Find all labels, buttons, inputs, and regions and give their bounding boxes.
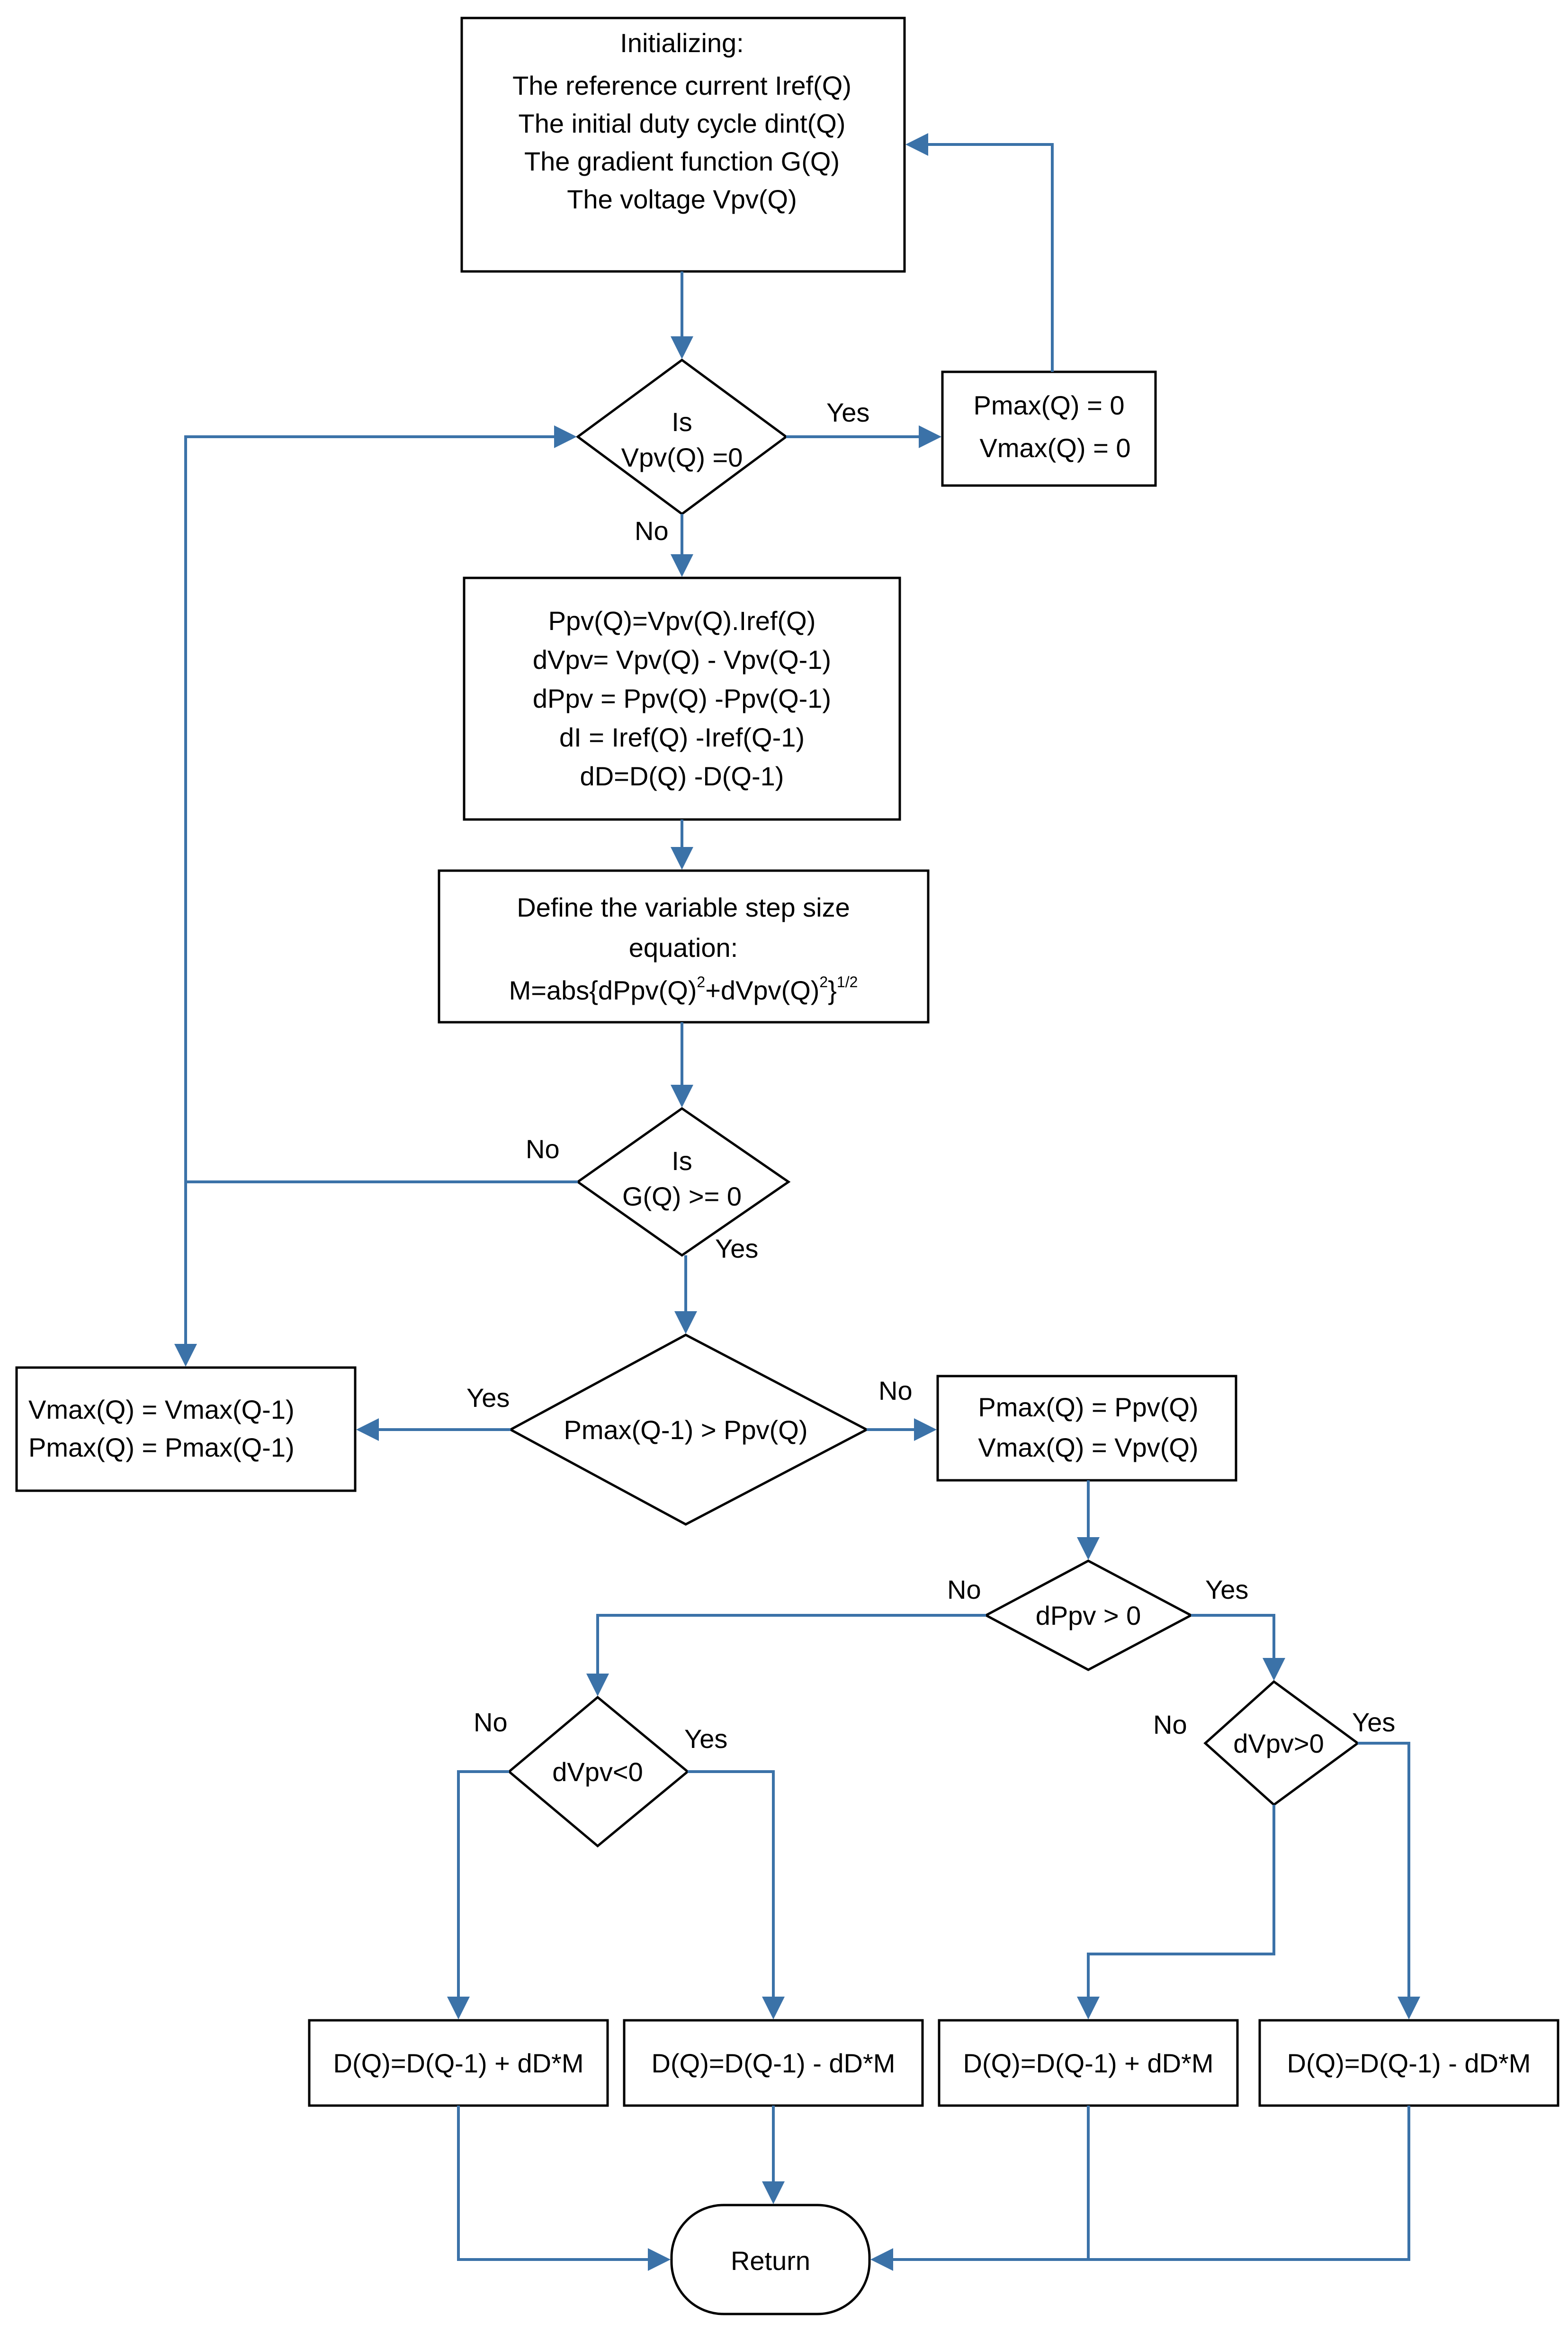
connector-dvpv-pos-yes xyxy=(1358,1742,1420,2019)
decision-dvpv-pos-text: dVpv>0 xyxy=(1233,1729,1324,1758)
decision-dvpv-negative xyxy=(507,1695,690,1848)
decision-dppv-text: dPpv > 0 xyxy=(1036,1601,1141,1630)
label-no-dppv: No xyxy=(947,1575,981,1604)
action-2-text: D(Q)=D(Q-1) - dD*M xyxy=(652,2048,896,2078)
init-line-gradient: The gradient function G(Q) xyxy=(524,146,840,176)
connector-dvpv-neg-yes xyxy=(688,1770,785,2019)
update-max-box xyxy=(936,1375,1237,1482)
init-line-duty-cycle: The initial duty cycle dint(Q) xyxy=(519,108,846,138)
connector-reset-to-init xyxy=(905,133,1054,372)
init-line-voltage: The voltage Vpv(Q) xyxy=(567,184,797,214)
update-pmax: Pmax(Q) = Ppv(Q) xyxy=(978,1392,1198,1422)
connector-loop-back xyxy=(184,425,577,1364)
calc-dd: dD=D(Q) -D(Q-1) xyxy=(580,761,784,791)
reset-vmax: Vmax(Q) = 0 xyxy=(980,433,1131,463)
label-yes-gradient: Yes xyxy=(715,1234,758,1263)
init-box xyxy=(460,17,906,273)
step-line1: Define the variable step size xyxy=(517,892,850,922)
action-1-text: D(Q)=D(Q-1) + dD*M xyxy=(333,2048,584,2078)
calc-box xyxy=(463,576,901,821)
init-title: Initializing: xyxy=(620,28,744,58)
calc-di: dI = Iref(Q) -Iref(Q-1) xyxy=(559,722,805,752)
action-3-text: D(Q)=D(Q-1) + dD*M xyxy=(963,2048,1214,2078)
label-no-vpv: No xyxy=(635,516,669,546)
label-no-dvpv-pos: No xyxy=(1153,1710,1187,1739)
action-box-3 xyxy=(938,2019,1239,2107)
action-box-4 xyxy=(1258,2019,1559,2107)
action-box-1 xyxy=(308,2019,609,2107)
decision-vpv-line2: Vpv(Q) =0 xyxy=(621,442,743,472)
connector-dppv-no xyxy=(586,1614,986,1696)
decision-dppv xyxy=(983,1559,1194,1671)
step-line2: equation: xyxy=(629,933,738,963)
label-no-gradient: No xyxy=(526,1134,560,1164)
calc-dvpv: dVpv= Vpv(Q) - Vpv(Q-1) xyxy=(533,645,831,675)
decision-pmax xyxy=(508,1333,869,1526)
update-vmax: Vmax(Q) = Vpv(Q) xyxy=(978,1432,1198,1462)
keep-vmax: Vmax(Q) = Vmax(Q-1) xyxy=(28,1395,295,1424)
connector-dppv-yes xyxy=(1191,1614,1285,1681)
decision-g-line2: G(Q) >= 0 xyxy=(622,1181,742,1211)
return-terminal xyxy=(670,2204,871,2315)
connector-action4-to-return xyxy=(870,2106,1410,2271)
return-label: Return xyxy=(731,2246,810,2276)
label-no-dvpv-neg: No xyxy=(474,1707,508,1737)
step-equation: M=abs{dPpv(Q)2+dVpv(Q)2}1/2 xyxy=(509,973,858,1005)
decision-dvpv-neg-text: dVpv<0 xyxy=(552,1757,643,1787)
label-yes-pmax: Yes xyxy=(466,1383,510,1413)
init-line-ref-current: The reference current Iref(Q) xyxy=(512,71,851,100)
connector-dvpv-pos-no xyxy=(1077,1805,1275,2019)
decision-gradient xyxy=(575,1107,791,1257)
calc-ppv: Ppv(Q)=Vpv(Q).Iref(Q) xyxy=(548,606,816,636)
reset-pmax: Pmax(Q) = 0 xyxy=(974,390,1125,420)
decision-vpv-line1: Is xyxy=(672,407,692,437)
connector-dvpv-neg-no xyxy=(447,1770,509,2019)
label-yes-dvpv-neg: Yes xyxy=(684,1724,727,1754)
keep-max-box xyxy=(15,1366,357,1492)
decision-pmax-text: Pmax(Q-1) > Ppv(Q) xyxy=(564,1415,808,1445)
connector-action1-to-return xyxy=(457,2106,671,2271)
reset-box xyxy=(941,370,1157,487)
calc-dppv: dPpv = Ppv(Q) -Ppv(Q-1) xyxy=(533,684,831,713)
step-size-box xyxy=(438,869,930,1024)
action-box-2 xyxy=(623,2019,924,2107)
decision-vpv-zero xyxy=(575,358,788,516)
action-4-text: D(Q)=D(Q-1) - dD*M xyxy=(1287,2048,1531,2078)
keep-pmax: Pmax(Q) = Pmax(Q-1) xyxy=(28,1432,295,1462)
label-yes-dppv: Yes xyxy=(1205,1575,1248,1604)
label-yes-dvpv-pos: Yes xyxy=(1352,1707,1395,1737)
label-yes-vpv: Yes xyxy=(826,397,869,427)
decision-g-line1: Is xyxy=(672,1146,692,1176)
label-no-pmax: No xyxy=(878,1376,913,1405)
